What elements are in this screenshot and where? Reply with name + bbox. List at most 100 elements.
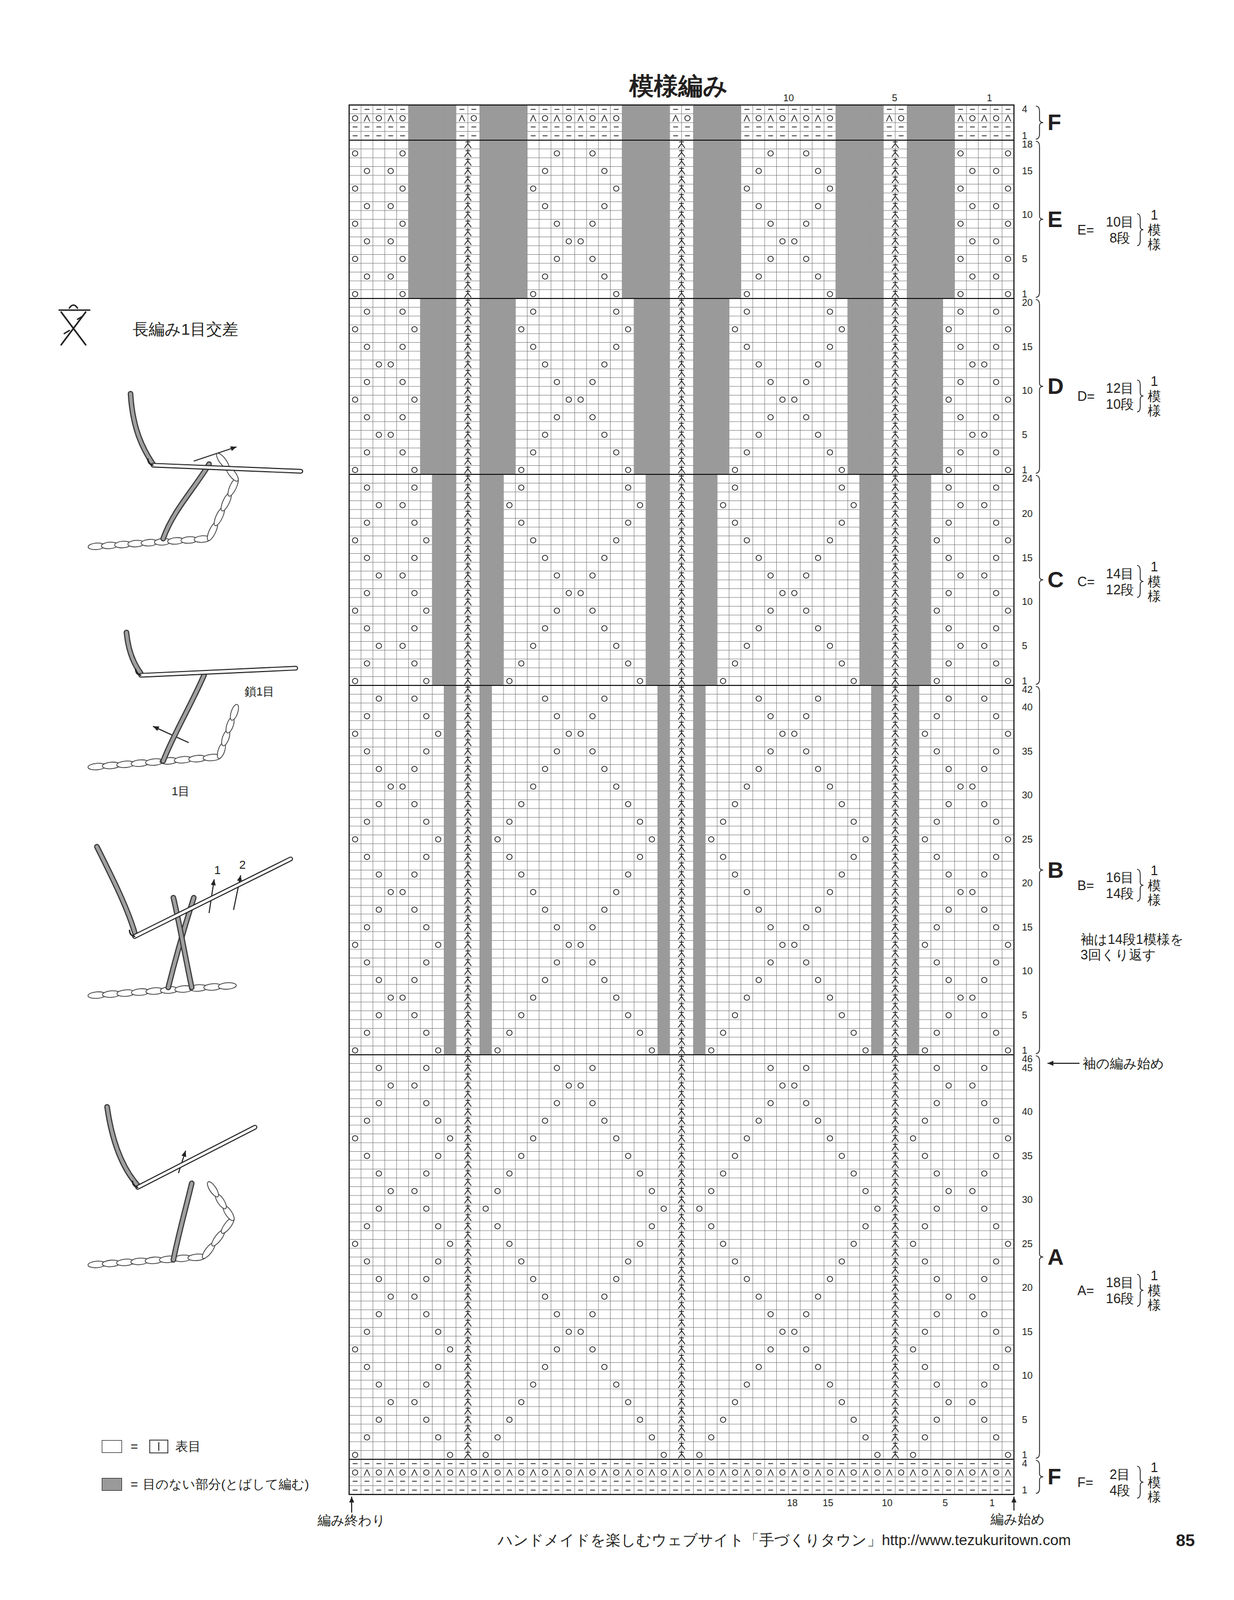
repeat-unit: 1模様 xyxy=(1147,1268,1162,1313)
chain-symbol xyxy=(566,1082,572,1089)
cross-symbol xyxy=(891,545,899,552)
repeat-rows: 12段 xyxy=(1106,581,1135,598)
chain-symbol xyxy=(756,115,762,121)
chain-symbol xyxy=(352,150,358,157)
chain-symbol xyxy=(518,484,524,491)
chain-symbol xyxy=(981,1100,987,1106)
section-divider xyxy=(348,473,1014,475)
chain-symbol xyxy=(815,555,821,561)
chain-symbol xyxy=(827,344,833,350)
chain-symbol xyxy=(981,871,987,878)
dash-symbol xyxy=(851,1463,856,1465)
dash-symbol xyxy=(720,1463,726,1465)
chain-symbol xyxy=(839,660,845,667)
chain-symbol xyxy=(934,1381,940,1387)
no-stitch-cell xyxy=(491,104,504,141)
no-stitch-cell xyxy=(432,104,444,141)
no-stitch-cell xyxy=(871,104,884,141)
chain-symbol xyxy=(601,906,607,913)
chain-symbol xyxy=(518,1012,524,1018)
cross-symbol xyxy=(678,659,685,667)
cross-symbol xyxy=(891,1292,899,1300)
chain-symbol xyxy=(352,836,358,842)
chain-symbol xyxy=(364,1029,370,1036)
dash-symbol xyxy=(887,109,892,111)
dash-symbol xyxy=(376,135,381,137)
cross-symbol xyxy=(891,1318,899,1326)
decrease-symbol xyxy=(672,115,679,121)
chain-symbol xyxy=(803,1469,809,1475)
chain-symbol xyxy=(364,713,370,719)
cross-symbol xyxy=(678,650,685,658)
chain-symbol xyxy=(435,942,441,948)
chain-symbol xyxy=(945,801,952,807)
illustration-label: 鎖1目 xyxy=(244,684,275,698)
dash-symbol xyxy=(827,109,833,111)
no-stitch-cell xyxy=(503,140,516,299)
cross-symbol xyxy=(891,1230,899,1238)
chain-symbol xyxy=(530,1381,537,1387)
cross-symbol xyxy=(678,255,685,263)
dash-symbol xyxy=(685,135,690,137)
chain-symbol xyxy=(969,783,976,790)
chain-symbol xyxy=(934,959,940,965)
cross-symbol xyxy=(464,879,472,887)
chain-symbol xyxy=(910,1240,916,1247)
chain-symbol xyxy=(993,590,1000,596)
stitch-symbols xyxy=(352,109,1011,1490)
chain-symbol xyxy=(364,1117,370,1124)
dash-symbol xyxy=(792,1480,797,1482)
chain-symbol xyxy=(589,256,596,262)
no-stitch-cell xyxy=(705,298,718,475)
chain-symbol xyxy=(993,238,1000,245)
chain-symbol xyxy=(803,379,809,385)
grid-line xyxy=(348,1361,1014,1363)
no-stitch-cell xyxy=(717,298,729,475)
row-number: 18 xyxy=(1021,139,1033,151)
grid-line xyxy=(348,474,1014,475)
crochet-hook xyxy=(137,1126,255,1188)
crochet-hook xyxy=(129,930,135,937)
cross-symbol xyxy=(464,1389,472,1396)
cross-symbol xyxy=(678,1336,685,1344)
chain-symbol xyxy=(400,1469,406,1475)
chain-symbol xyxy=(803,1065,809,1071)
chain-symbol xyxy=(958,643,964,649)
cross-symbol xyxy=(678,1239,685,1247)
illustration-label: 1 xyxy=(214,863,221,877)
cross-symbol xyxy=(678,853,685,860)
dash-symbol xyxy=(590,135,595,137)
dash-symbol xyxy=(756,126,761,128)
chain-symbol xyxy=(815,432,821,438)
cross-symbol xyxy=(891,140,899,148)
repeat-label: B= xyxy=(1077,877,1094,893)
chain-symbol xyxy=(958,502,964,508)
dash-symbol xyxy=(768,126,773,128)
dash-symbol xyxy=(981,1480,987,1482)
chain-symbol xyxy=(376,906,382,913)
chain-symbol xyxy=(803,1311,809,1317)
no-stitch-cell xyxy=(859,474,872,686)
grid-line xyxy=(348,1098,1014,1099)
grid-line xyxy=(348,685,1014,686)
chain-symbol xyxy=(732,467,738,473)
dash-symbol xyxy=(744,1463,750,1465)
dash-symbol xyxy=(827,1489,833,1491)
no-stitch-cell xyxy=(420,140,433,299)
column-number: 1 xyxy=(986,92,993,104)
cross-symbol xyxy=(678,325,685,333)
dash-symbol xyxy=(981,1463,987,1465)
cross-symbol xyxy=(891,967,899,974)
chain-symbol xyxy=(969,168,976,174)
cross-symbol xyxy=(464,167,472,175)
cross-symbol xyxy=(464,738,472,746)
decrease-symbol xyxy=(934,1468,940,1475)
chain-symbol xyxy=(411,695,418,702)
knit-symbol-box xyxy=(149,1439,168,1453)
cross-symbol xyxy=(678,808,685,816)
dash-symbol xyxy=(875,1480,880,1482)
cross-symbol xyxy=(891,632,899,640)
dash-symbol xyxy=(1005,135,1011,137)
chain-symbol xyxy=(566,1328,572,1335)
cross-symbol xyxy=(678,931,685,939)
